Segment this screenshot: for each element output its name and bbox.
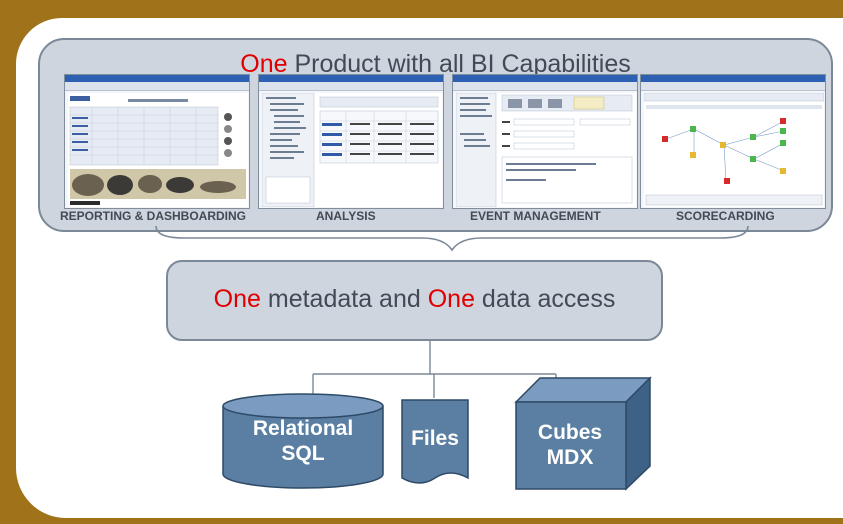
event-management-screenshot-image [455,92,636,208]
scorecarding-screenshot [640,74,826,209]
document-icon [401,399,469,484]
capability-label-scorecarding: SCORECARDING [676,209,775,223]
metadata-access-box: One metadata and One data access [166,260,663,341]
database-cylinder-icon [222,393,384,489]
reporting-screenshot-image [68,93,248,207]
capability-label-event-management: EVENT MANAGEMENT [470,209,601,223]
analysis-screenshot [258,74,444,209]
capability-label-analysis: ANALYSIS [316,209,376,223]
headline-accent: One [240,50,288,78]
files-label: Files [411,427,459,450]
cube-icon [514,376,652,491]
analysis-screenshot-image [261,92,442,208]
reporting-screenshot [64,74,250,209]
capability-label-reporting: REPORTING & DASHBOARDING [60,209,247,223]
grouping-brace [155,225,749,252]
scorecarding-screenshot-image [643,92,825,207]
product-headline: One Product with all BI Capabilities [40,50,831,79]
event-management-screenshot [452,74,638,209]
files-source: Files [400,398,470,488]
headline-text: Product with all BI Capabilities [287,50,631,78]
metadata-access-text: One metadata and One data access [213,285,616,313]
